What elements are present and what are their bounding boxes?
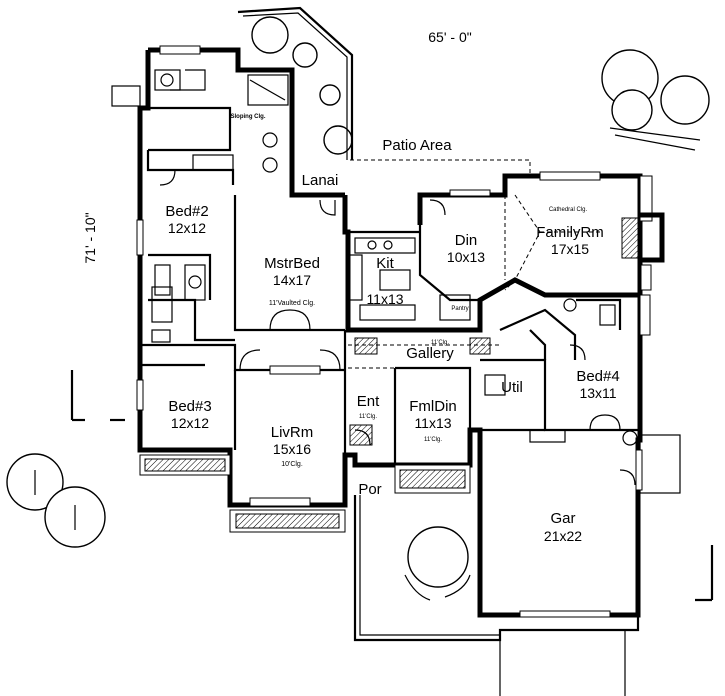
livrm-name: LivRm (271, 424, 314, 441)
bed2-name: Bed#2 (165, 203, 208, 220)
din-size: 10x13 (447, 249, 485, 265)
kit-name: Kit (376, 255, 394, 272)
bed4-name: Bed#4 (576, 368, 619, 385)
gar-name: Gar (550, 510, 575, 527)
garden-wall-top (237, 6, 354, 160)
mstrbed-size: 14x17 (273, 272, 311, 288)
livrm-note: 10'Clg. (281, 461, 303, 468)
ent-name: Ent (357, 393, 380, 410)
mstrbed-name: MstrBed (264, 255, 320, 272)
familyrm-size: 17x15 (551, 241, 589, 257)
fmldin-note: 11'Clg. (424, 437, 442, 443)
doors (159, 169, 636, 486)
livrm-size: 15x16 (273, 441, 311, 457)
fmldin-size: 11x13 (414, 415, 451, 431)
pantry-name: Pantry (451, 306, 468, 312)
gallery-note: 11'Clg. (431, 340, 449, 346)
dimension-ticks (70, 370, 714, 602)
util-name: Util (501, 379, 523, 396)
depth-dimension: 71' - 10" (82, 212, 98, 263)
familyrm-note: Cathedral Clg. (549, 207, 588, 213)
interior-walls (140, 106, 640, 465)
fixtures (151, 69, 638, 446)
bed2-size: 12x12 (168, 220, 206, 236)
windows (136, 45, 643, 618)
tree-top-right (601, 49, 710, 151)
lanai-label: Lanai (302, 172, 339, 189)
mstrbed-note: 11'Vaulted Clg. (269, 300, 315, 307)
sloping-note: Sloping Clg. (231, 114, 266, 120)
bed3-name: Bed#3 (168, 398, 211, 415)
porch-label: Por (358, 481, 381, 498)
ent-note: 11'Clg. (359, 414, 377, 420)
bed3-size: 12x12 (171, 415, 209, 431)
bed4-size: 13x11 (579, 385, 616, 401)
kit-size: 11x13 (366, 291, 403, 307)
gar-size: 21x22 (544, 528, 582, 544)
patio-label: Patio Area (382, 137, 452, 154)
gallery-name: Gallery (406, 345, 454, 362)
fmldin-name: FmlDin (409, 398, 457, 415)
courtyard-wall (353, 495, 640, 642)
width-dimension: 65' - 0" (428, 29, 471, 45)
familyrm-name: FamilyRm (536, 224, 604, 241)
tree-bottom-left (6, 453, 106, 548)
din-name: Din (455, 232, 478, 249)
tree-courtyard (404, 526, 471, 601)
